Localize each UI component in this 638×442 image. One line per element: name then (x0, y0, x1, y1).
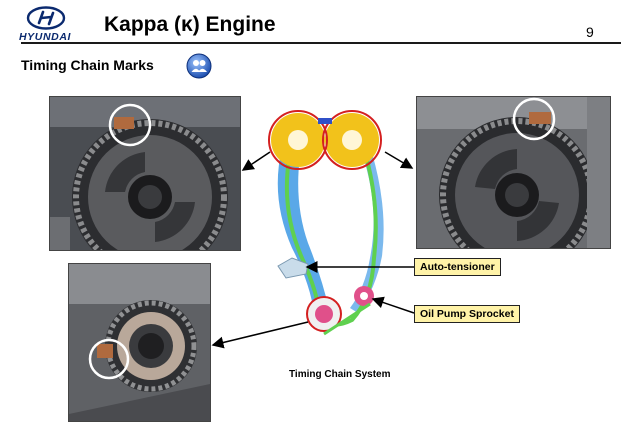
exhaust-mark-circle (322, 110, 382, 170)
arrow-to-oil-pump (371, 296, 415, 314)
header-divider (21, 42, 621, 44)
label-oil-pump-sprocket: Oil Pump Sprocket (414, 305, 520, 323)
diagram-caption: Timing Chain System (289, 369, 391, 380)
crankshaft-photo (68, 263, 211, 422)
section-subtitle: Timing Chain Marks (21, 57, 154, 73)
crank-sprocket-image (69, 264, 210, 421)
people-icon-graphic (186, 53, 212, 79)
page-number: 9 (586, 24, 594, 40)
exhaust-sprocket-image (417, 97, 610, 248)
people-icon[interactable] (186, 53, 212, 79)
hyundai-logo (26, 6, 66, 30)
page-title: Kappa (κ) Engine (104, 13, 276, 36)
camshaft-photo-intake (49, 96, 241, 251)
crank-sprocket (315, 305, 333, 323)
intake-mark-circle (268, 110, 328, 170)
label-auto-tensioner: Auto-tensioner (414, 258, 501, 276)
camshaft-photo-exhaust (416, 96, 611, 249)
intake-sprocket-image (50, 97, 240, 250)
arrow-to-exhaust-photo (384, 151, 414, 169)
hyundai-logo-mark (26, 6, 66, 30)
brand-wordmark: HYUNDAI (19, 31, 72, 43)
arrow-to-crank-photo (211, 321, 309, 349)
arrow-to-intake-photo (241, 151, 271, 171)
